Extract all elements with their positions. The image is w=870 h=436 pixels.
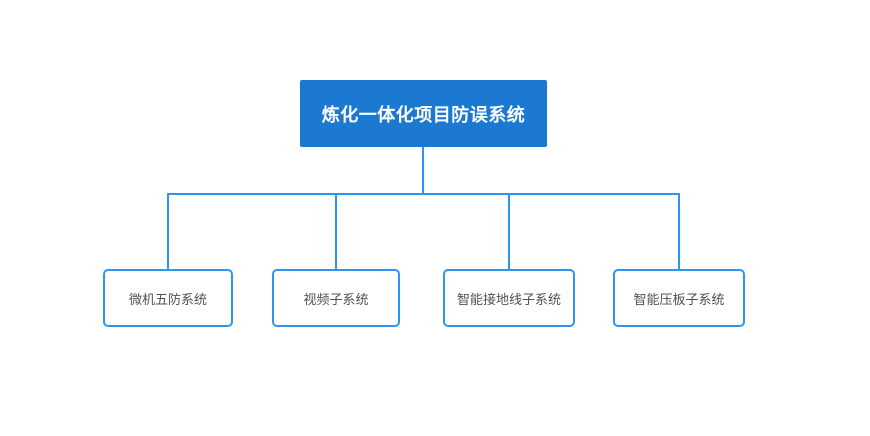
child-node-label: 智能接地线子系统	[456, 291, 561, 307]
child-node-video-subsystem[interactable]: 视频子系统	[272, 269, 400, 327]
connector-horizontal-bus	[167, 193, 680, 195]
root-node-label: 炼化一体化项目防误系统	[321, 104, 526, 125]
child-node-pressure-plate-subsystem[interactable]: 智能压板子系统	[613, 269, 745, 327]
child-node-label: 智能压板子系统	[633, 291, 725, 307]
connector-drop-3	[508, 195, 510, 269]
child-node-wuji-wufang[interactable]: 微机五防系统	[103, 269, 233, 327]
root-node[interactable]: 炼化一体化项目防误系统	[300, 80, 547, 147]
child-node-grounding-wire-subsystem[interactable]: 智能接地线子系统	[443, 269, 575, 327]
connector-drop-4	[678, 195, 680, 269]
child-node-label: 微机五防系统	[128, 291, 207, 307]
connector-drop-2	[335, 195, 337, 269]
connector-drop-1	[167, 195, 169, 269]
child-node-label: 视频子系统	[303, 291, 369, 307]
connector-root-stem	[422, 147, 424, 195]
